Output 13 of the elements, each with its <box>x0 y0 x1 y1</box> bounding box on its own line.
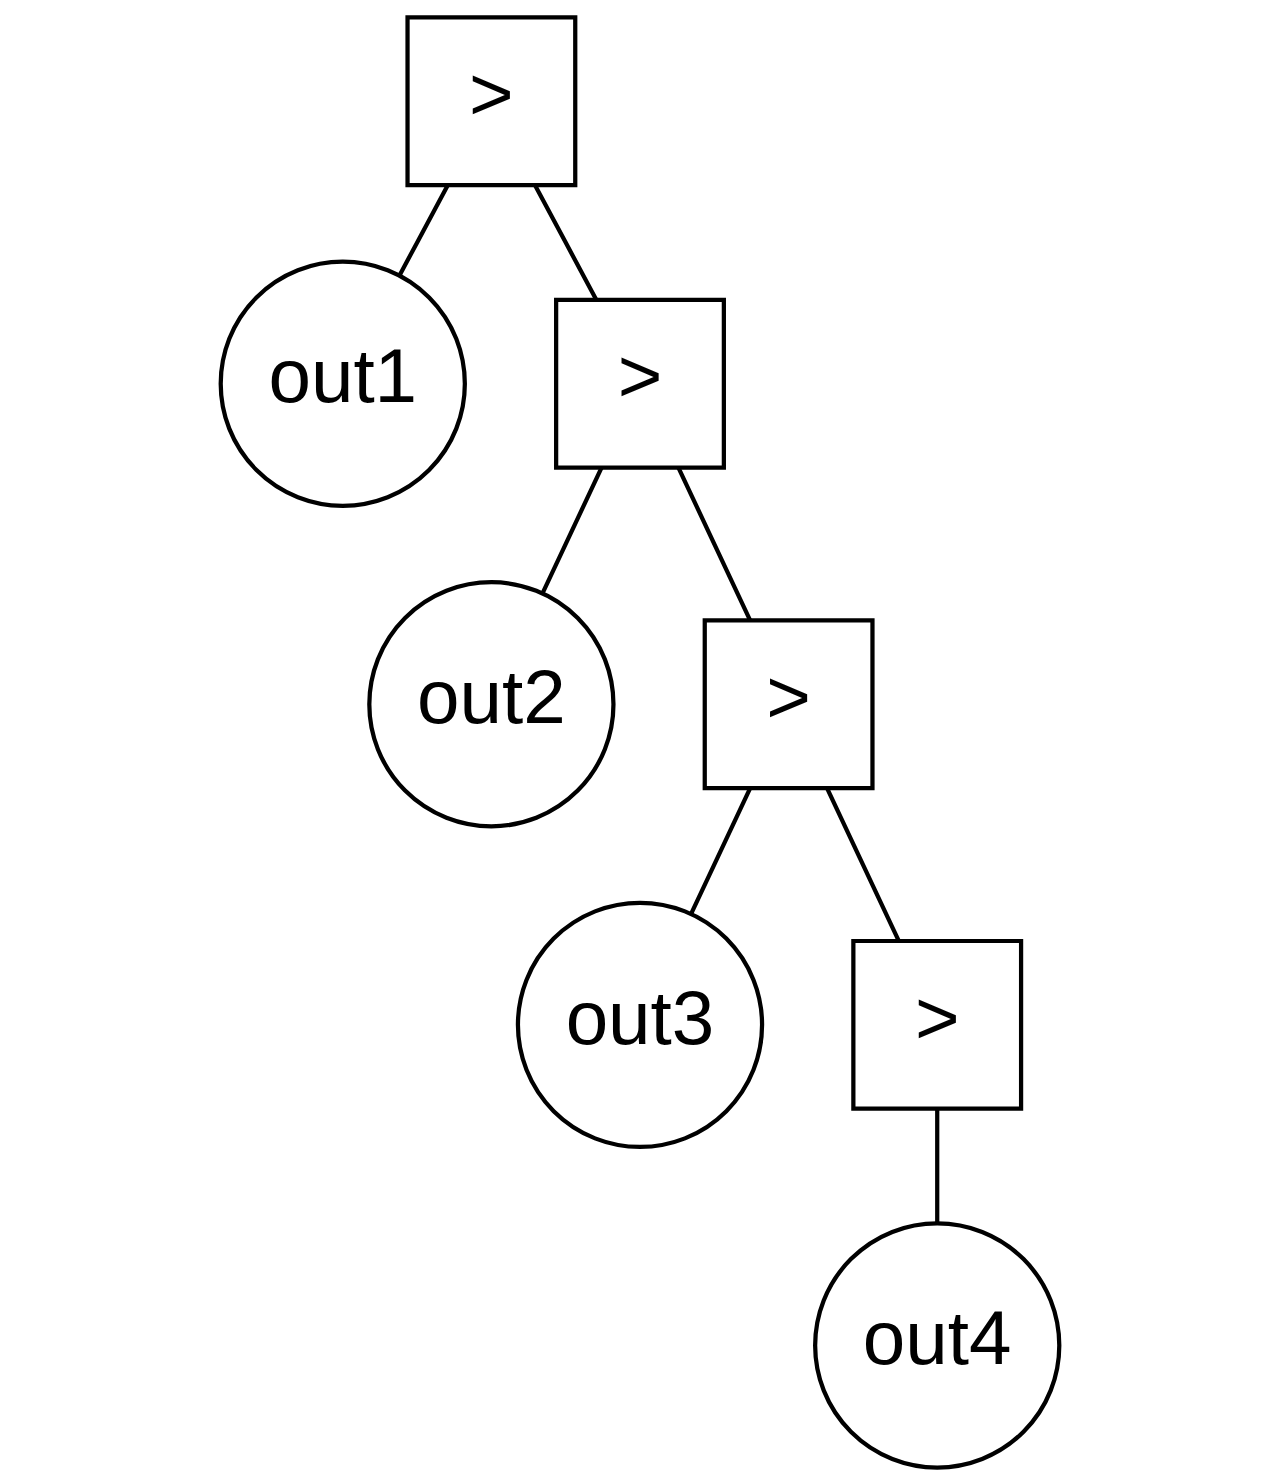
connector <box>825 787 901 942</box>
node-box: > <box>405 14 578 187</box>
node-circle: out2 <box>367 579 616 828</box>
node-box: > <box>554 297 726 470</box>
connector <box>689 787 752 914</box>
node-circle: out4 <box>813 1220 1062 1470</box>
connector <box>676 466 753 621</box>
node-box: > <box>851 938 1024 1111</box>
node-box: > <box>702 617 875 790</box>
connector <box>935 1108 940 1223</box>
connector <box>540 466 604 594</box>
node-circle: out3 <box>515 900 765 1149</box>
node-circle: out1 <box>218 259 467 508</box>
